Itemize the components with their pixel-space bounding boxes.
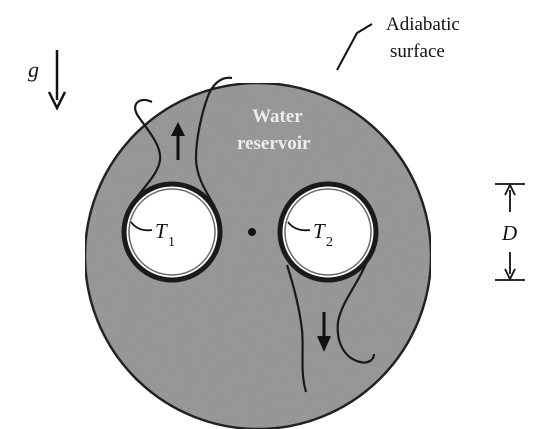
center-mark [248, 228, 256, 236]
diameter-arrow-up-head [504, 182, 516, 196]
cylinder-right-label: T [313, 219, 326, 243]
reservoir-label-line1: Water [252, 106, 303, 127]
upward-flow-arrow-head [171, 122, 185, 136]
falling-plume-streamline-left [285, 264, 308, 393]
cylinder-left-subscript: 1 [168, 235, 175, 250]
falling-plume-streamline-right [336, 257, 376, 364]
gravity-label: g [28, 57, 39, 82]
surface-label-line1: Adiabatic [386, 14, 460, 35]
rising-plume-streamline-right [194, 76, 233, 208]
cylinder-left-label: T [155, 219, 168, 243]
cylinder-right-subscript: 2 [326, 235, 333, 250]
cylinder-right-leader [287, 221, 311, 232]
diameter-label: D [501, 221, 517, 245]
cylinder-right-wall [277, 181, 379, 283]
reservoir-label-line2: reservoir [237, 133, 311, 154]
surface-label-line2: surface [390, 41, 445, 62]
cylinder-left-wall [121, 181, 223, 283]
cylinder-left-leader [130, 221, 153, 232]
water-reservoir-disk [83, 81, 433, 429]
surface-leader-line [336, 23, 373, 71]
downward-flow-arrow-head [317, 336, 331, 352]
cylinder-right-inner-ring [284, 188, 372, 276]
cylinder-left-inner-ring [128, 188, 216, 276]
gravity-arrow-head [47, 91, 67, 111]
diameter-arrow-down-head [504, 268, 516, 282]
rising-plume-streamline [129, 98, 162, 208]
